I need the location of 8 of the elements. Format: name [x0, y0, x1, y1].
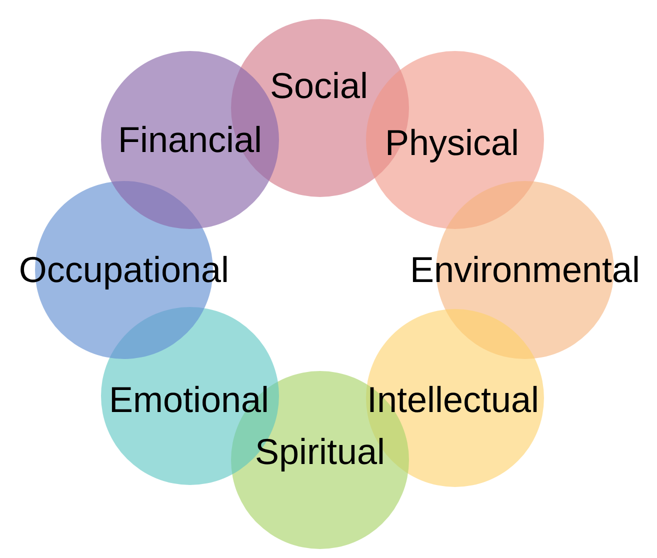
circle-label: Intellectual: [366, 382, 540, 418]
circle-label: Financial: [118, 122, 262, 158]
circle-label: Emotional: [108, 382, 270, 418]
circle-label: Physical: [384, 125, 520, 161]
circle-label: Occupational: [18, 252, 230, 288]
circle-label: Environmental: [410, 252, 640, 288]
circle-label: Spiritual: [254, 434, 386, 470]
circle-label: Social: [270, 68, 368, 104]
